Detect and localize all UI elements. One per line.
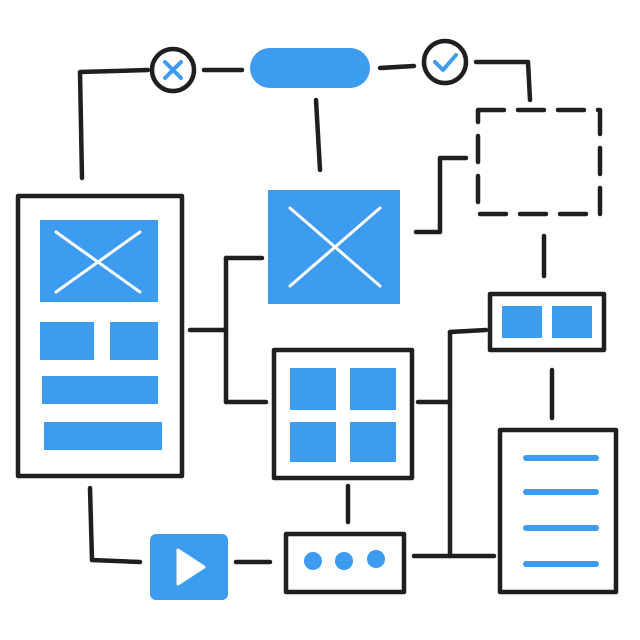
twin-block xyxy=(552,306,592,338)
connector-left-top xyxy=(77,67,151,181)
dashed-placeholder xyxy=(475,107,603,217)
connector-pill-to-check xyxy=(377,63,417,71)
grid-cell xyxy=(290,422,336,462)
check-icon xyxy=(433,53,458,72)
video-block xyxy=(150,534,228,600)
connector-to-twin xyxy=(447,327,489,335)
grid-cell xyxy=(290,368,336,410)
content-block xyxy=(110,322,158,360)
play-icon xyxy=(176,548,206,586)
check-node xyxy=(421,38,469,86)
text-list-wireframe xyxy=(497,427,619,595)
text-bar xyxy=(44,422,162,450)
close-node xyxy=(149,46,197,94)
grid-cell xyxy=(350,422,396,462)
grid-wireframe xyxy=(271,347,415,481)
connector-image-to-dashed xyxy=(413,155,469,235)
content-block xyxy=(40,322,94,360)
menu-wireframe xyxy=(283,531,407,595)
connector-check-to-dashed xyxy=(473,59,533,103)
connector-left-bottom xyxy=(87,485,143,565)
image-placeholder xyxy=(40,220,158,302)
twin-block-wireframe xyxy=(487,291,607,353)
ellipsis-icon xyxy=(304,550,385,570)
twin-block xyxy=(502,306,542,338)
connector-pill-to-image xyxy=(313,97,323,173)
connectors xyxy=(77,59,555,565)
grid-cell xyxy=(350,368,396,410)
left-page-wireframe xyxy=(15,193,185,479)
text-bar xyxy=(42,376,158,404)
pill-button xyxy=(250,48,370,88)
image-frame xyxy=(268,190,400,304)
close-icon xyxy=(163,60,183,80)
